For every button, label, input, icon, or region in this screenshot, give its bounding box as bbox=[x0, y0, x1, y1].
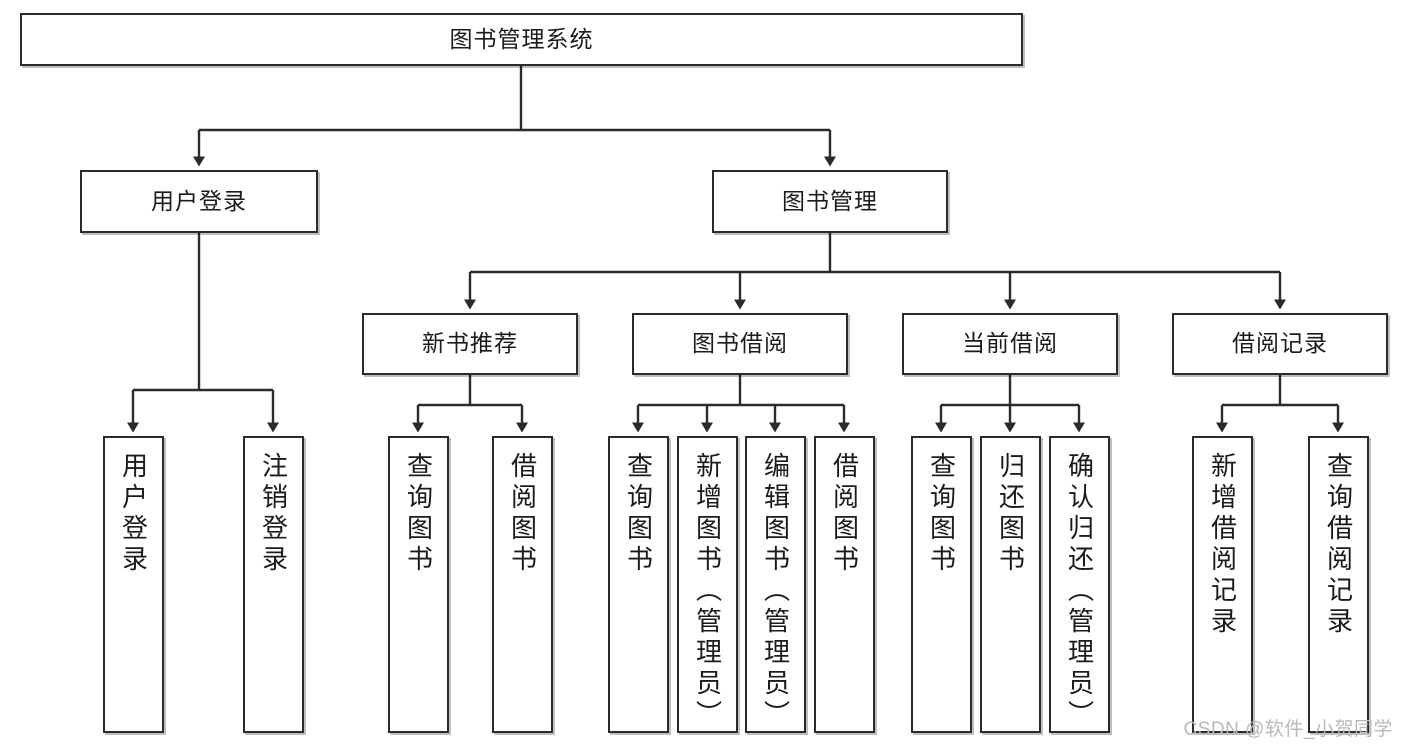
leaf-add-borrow-record-label: 新增借阅记录 bbox=[1207, 452, 1238, 638]
leaf-borrow-book-recommend-label: 借阅图书 bbox=[507, 452, 538, 576]
node-root[interactable]: 图书管理系统 bbox=[20, 13, 1023, 66]
node-book-borrow-label: 图书借阅 bbox=[692, 330, 788, 357]
leaf-borrow-book-label: 借阅图书 bbox=[829, 452, 860, 576]
leaf-query-book-recommend-label: 查询图书 bbox=[403, 452, 434, 576]
node-borrow-record[interactable]: 借阅记录 bbox=[1172, 313, 1388, 375]
leaf-query-book-borrow[interactable]: 查询图书 bbox=[608, 436, 669, 733]
leaf-edit-book-admin[interactable]: 编辑图书（管理员） bbox=[745, 436, 806, 733]
leaf-confirm-return-admin-label: 确认归还（管理员） bbox=[1064, 452, 1095, 731]
leaf-borrow-book[interactable]: 借阅图书 bbox=[814, 436, 875, 733]
node-user-login-label: 用户登录 bbox=[151, 187, 247, 214]
leaf-query-borrow-record-label: 查询借阅记录 bbox=[1323, 452, 1354, 638]
leaf-query-book-recommend[interactable]: 查询图书 bbox=[388, 436, 449, 733]
leaf-confirm-return-admin[interactable]: 确认归还（管理员） bbox=[1049, 436, 1110, 733]
leaf-user-login[interactable]: 用户登录 bbox=[103, 436, 164, 733]
node-book-management-label: 图书管理 bbox=[782, 187, 878, 214]
leaf-edit-book-admin-label: 编辑图书（管理员） bbox=[760, 452, 791, 731]
leaf-query-borrow-record[interactable]: 查询借阅记录 bbox=[1308, 436, 1369, 733]
leaf-add-book-admin[interactable]: 新增图书（管理员） bbox=[677, 436, 738, 733]
leaf-borrow-book-recommend[interactable]: 借阅图书 bbox=[492, 436, 553, 733]
node-book-management[interactable]: 图书管理 bbox=[712, 170, 948, 233]
leaf-user-login-label: 用户登录 bbox=[118, 452, 149, 576]
node-new-book-recommend[interactable]: 新书推荐 bbox=[362, 313, 578, 375]
leaf-query-book-current-label: 查询图书 bbox=[926, 452, 957, 576]
node-book-borrow[interactable]: 图书借阅 bbox=[632, 313, 848, 375]
node-current-borrow-label: 当前借阅 bbox=[962, 330, 1058, 357]
leaf-add-borrow-record[interactable]: 新增借阅记录 bbox=[1192, 436, 1253, 733]
leaf-query-book-current[interactable]: 查询图书 bbox=[911, 436, 972, 733]
leaf-logout[interactable]: 注销登录 bbox=[243, 436, 304, 733]
node-new-book-recommend-label: 新书推荐 bbox=[422, 330, 518, 357]
node-root-label: 图书管理系统 bbox=[449, 25, 594, 52]
leaf-return-book[interactable]: 归还图书 bbox=[980, 436, 1041, 733]
node-user-login[interactable]: 用户登录 bbox=[80, 170, 318, 233]
leaf-add-book-admin-label: 新增图书（管理员） bbox=[692, 452, 723, 731]
leaf-return-book-label: 归还图书 bbox=[995, 452, 1026, 576]
leaf-query-book-borrow-label: 查询图书 bbox=[623, 452, 654, 576]
leaf-logout-label: 注销登录 bbox=[258, 452, 289, 576]
node-current-borrow[interactable]: 当前借阅 bbox=[902, 313, 1118, 375]
node-borrow-record-label: 借阅记录 bbox=[1232, 330, 1328, 357]
